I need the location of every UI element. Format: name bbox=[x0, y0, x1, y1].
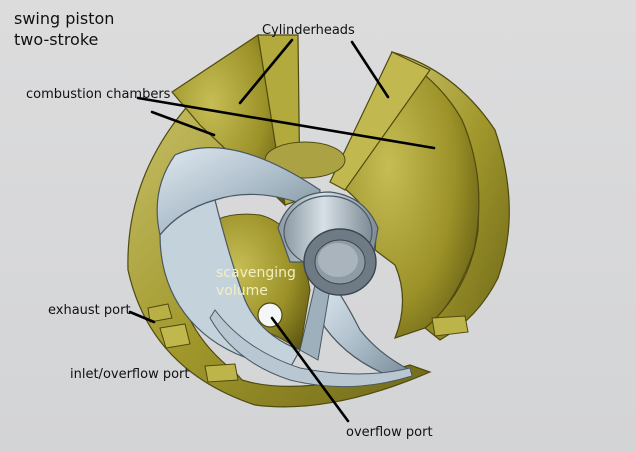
leader-lines bbox=[128, 38, 436, 423]
leader-cylinderhead-left bbox=[238, 38, 294, 105]
leader-exhaust-port bbox=[128, 310, 156, 324]
piston-blade-left bbox=[159, 199, 301, 369]
label-exhaust-port: exhaust port bbox=[48, 303, 131, 318]
shaft-bore-inner bbox=[318, 243, 358, 277]
title-line1: swing piston bbox=[14, 9, 115, 28]
label-scavenging-volume: scavenging volume bbox=[216, 264, 296, 300]
label-overflow-port: overflow port bbox=[346, 425, 433, 440]
overflow-port-hole bbox=[257, 302, 283, 328]
piston-blade-upper bbox=[156, 147, 321, 237]
leader-cylinderhead-right bbox=[350, 40, 390, 99]
exhaust-port-lug bbox=[147, 303, 173, 323]
leader-combustion-right bbox=[136, 96, 436, 150]
inlet-port-lug-1 bbox=[159, 323, 191, 349]
title: swing piston two-stroke bbox=[14, 8, 114, 50]
leader-overflow-port bbox=[270, 316, 350, 423]
label-cylinderheads: Cylinderheads bbox=[262, 23, 355, 38]
label-combustion-chambers: combustion chambers bbox=[26, 87, 171, 102]
cylinderhead-right bbox=[329, 51, 431, 191]
scavenging-line1: scavenging bbox=[216, 265, 296, 281]
title-line2: two-stroke bbox=[14, 30, 99, 49]
housing-right-lug bbox=[431, 315, 469, 337]
piston-blade-lower bbox=[319, 278, 412, 379]
inlet-port-lug-2 bbox=[204, 363, 239, 383]
label-inlet-overflow-port: inlet/overflow port bbox=[70, 367, 190, 382]
leader-combustion-left bbox=[150, 110, 216, 137]
scavenging-line2: volume bbox=[216, 283, 268, 299]
